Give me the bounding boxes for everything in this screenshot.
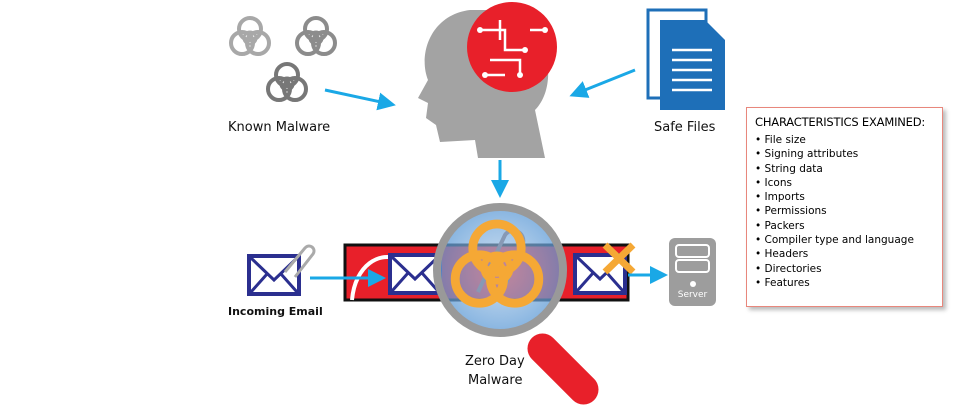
blocked-x-icon	[602, 242, 636, 275]
characteristic-item: Headers	[755, 247, 934, 261]
characteristic-item: Packers	[755, 219, 934, 233]
document-icon	[646, 8, 725, 110]
characteristic-item: String data	[755, 162, 934, 176]
characteristic-item: Permissions	[755, 204, 934, 218]
characteristic-item: File size	[755, 133, 934, 147]
characteristic-item: Imports	[755, 190, 934, 204]
envelope-icon	[388, 253, 442, 295]
characteristic-item: Icons	[755, 176, 934, 190]
brain-circuit-icon	[467, 2, 557, 92]
characteristic-item: Compiler type and language	[755, 233, 934, 247]
characteristic-item: Signing attributes	[755, 147, 934, 161]
server-icon	[669, 238, 716, 306]
arrow	[324, 88, 396, 111]
zero-day-label: Zero Day	[465, 354, 525, 369]
paperclip-icon	[283, 244, 316, 278]
characteristics-title: CHARACTERISTICS EXAMINED:	[755, 115, 926, 129]
biohazard-icon	[266, 62, 308, 102]
arrow	[569, 68, 636, 98]
incoming-email-label: Incoming Email	[228, 305, 323, 318]
zero-day-label-2: Malware	[468, 373, 523, 388]
safe-files-label: Safe Files	[654, 120, 716, 135]
characteristic-item: Directories	[755, 262, 934, 276]
head-icon	[418, 2, 557, 158]
characteristics-box: CHARACTERISTICS EXAMINED: File size Sign…	[746, 107, 943, 307]
biohazard-icon	[295, 16, 337, 56]
magnifier-icon	[433, 203, 599, 405]
biohazard-icon	[229, 16, 271, 56]
server-label: Server	[677, 290, 708, 300]
envelope-icon	[247, 254, 301, 296]
known-malware-label: Known Malware	[228, 120, 331, 135]
characteristic-item: Features	[755, 276, 934, 290]
